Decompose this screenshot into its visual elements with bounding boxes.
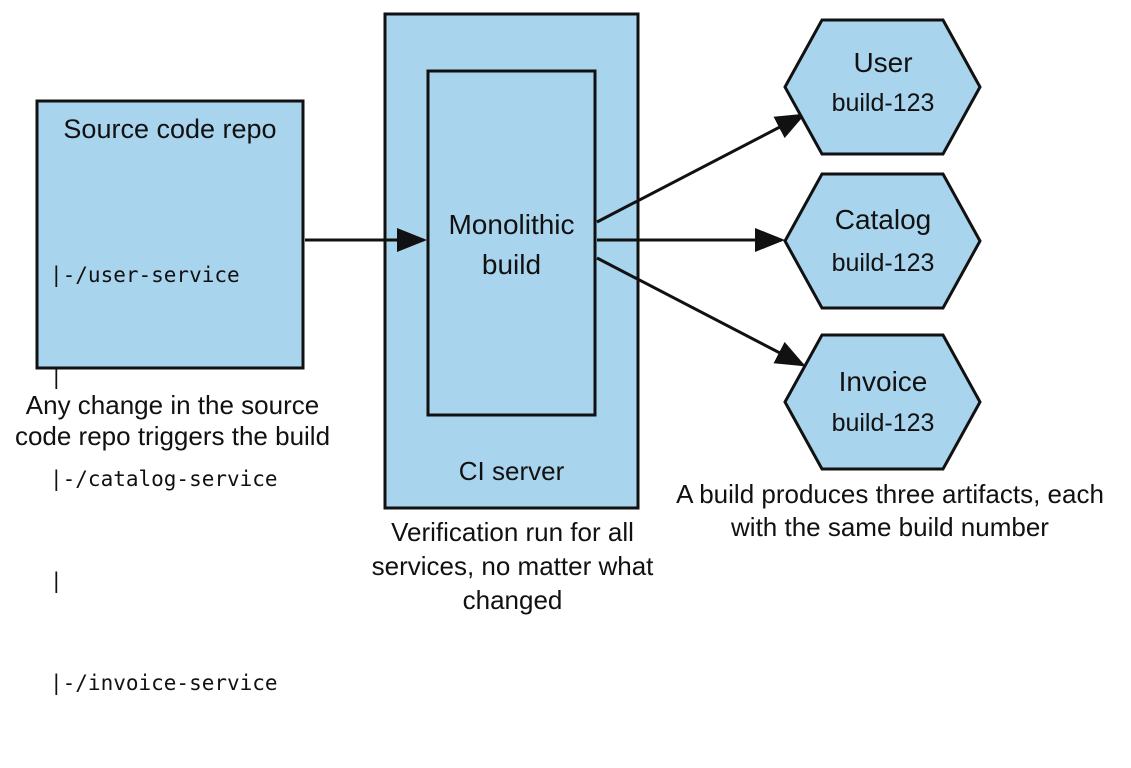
caption-repo-trigger: Any change in the source code repo trigg… [0, 390, 345, 452]
caption-artifacts: A build produces three artifacts, each w… [670, 478, 1110, 544]
build-label-line: build [481, 249, 542, 280]
service-hexagon-user [783, 18, 982, 156]
source-repo-title: Source code repo [63, 114, 277, 144]
diagram-canvas [35, 12, 982, 510]
repo-line: | [50, 569, 63, 593]
diagram: Source code repo |-/user-service | |-/ca… [0, 12, 1110, 695]
caption-verification: Verification run for all services, no ma… [360, 515, 665, 617]
caption-line: Verification run for all [391, 517, 634, 547]
arrow-build-to-user [596, 113, 806, 224]
build-label-line: Monolithic [448, 209, 575, 240]
ci-server-label: CI server [458, 456, 565, 486]
repo-line: |-/user-service [50, 263, 240, 287]
service-name-catalog: Catalog [834, 204, 932, 235]
caption-line: code repo triggers the build [14, 421, 331, 451]
caption-line: changed [462, 585, 563, 615]
service-name-user: User [853, 47, 913, 78]
source-repo-tree: |-/user-service | |-/catalog-service | |… [50, 190, 300, 768]
caption-line: with the same build number [731, 512, 1049, 542]
service-build-catalog: build-123 [831, 249, 935, 277]
monolithic-build-box [426, 69, 597, 417]
service-hexagon-catalog [783, 172, 982, 310]
service-name-invoice: Invoice [838, 366, 928, 397]
caption-line: Any change in the source [25, 390, 320, 420]
caption-line: services, no matter what [371, 551, 654, 581]
caption-line: A build produces three artifacts, each [676, 479, 1104, 509]
service-build-invoice: build-123 [831, 409, 935, 437]
monolithic-build-label: Monolithic build [428, 205, 595, 285]
repo-line: | [50, 365, 63, 389]
repo-line: |-/invoice-service [50, 671, 278, 695]
arrow-build-to-invoice [596, 256, 806, 367]
source-repo-box [35, 99, 305, 370]
service-build-user: build-123 [831, 89, 935, 117]
service-hexagon-invoice [783, 333, 982, 471]
repo-line: |-/catalog-service [50, 467, 278, 491]
